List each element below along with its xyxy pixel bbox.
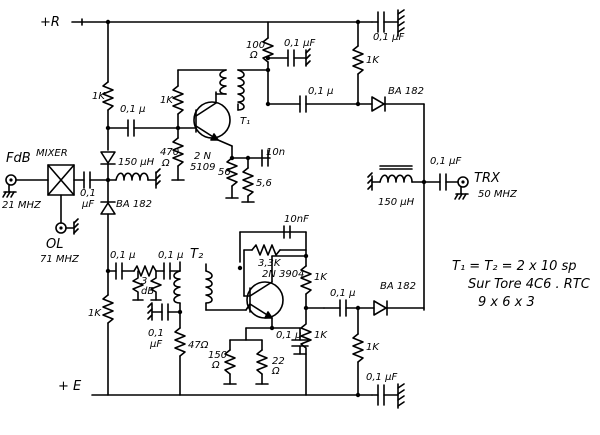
- rx-diode-label: BA 182: [388, 86, 424, 97]
- rx-right-1k-resistor: [352, 19, 364, 105]
- t1-label: T₁: [240, 116, 250, 127]
- rx-emitter-network: [225, 145, 271, 203]
- trx-capacitor: [423, 173, 459, 191]
- t1-part-prefix: 2 N: [194, 151, 212, 162]
- plus-r-rail: [71, 18, 373, 26]
- trx-frequency: 50 MHZ: [478, 189, 518, 200]
- mixer-cap-value: 0,1: [80, 188, 96, 199]
- ol-label: OL: [46, 237, 63, 252]
- fdb-frequency: 21 MHZ: [2, 200, 42, 211]
- rx-output-cap-value: 0,1 μ: [308, 86, 333, 97]
- mixer-choke-value: 150 μH: [118, 157, 155, 168]
- transistor-t2: [245, 281, 284, 319]
- mixer-cap-unit: μF: [81, 199, 94, 210]
- rx-input-cap-value: 0,1 μ: [120, 104, 145, 115]
- rx-base-1k-value: 1K: [160, 95, 174, 106]
- upper-mixer-diode: [100, 151, 116, 181]
- lower-diode-label: BA 182: [116, 199, 152, 210]
- tx-output-cap-value: 0,1 μ: [330, 288, 355, 299]
- rx-output-capacitor: [267, 95, 361, 113]
- tx-feedback-network: [237, 225, 309, 297]
- t2-transformer: [173, 261, 247, 315]
- tx-right-1k-resistor: [352, 307, 364, 398]
- tx-47-resistor: [174, 311, 186, 396]
- tx-second-cap-value: 0,1 μ: [158, 250, 183, 261]
- t2-label: T₂: [190, 247, 203, 262]
- tx-ground-cap-unit: μF: [149, 339, 162, 350]
- rx-56-value: 56: [218, 167, 231, 178]
- bottom-decoupling-capacitor: [371, 383, 405, 409]
- transistor-t1: [193, 91, 233, 147]
- tx-fb-res-value: 3,3K: [258, 258, 282, 269]
- rx-decoupling-value: 0,1 μF: [284, 38, 315, 49]
- plus-r-label: +R: [40, 15, 60, 30]
- mixer-output-capacitor: [73, 171, 111, 189]
- tx-150-unit: Ω: [211, 360, 220, 371]
- tx-output-capacitor: [323, 299, 361, 317]
- rx-5-6-value: 5,6: [256, 178, 272, 189]
- left-tx-1k-value: 1K: [88, 308, 102, 319]
- trx-connector: [454, 176, 469, 200]
- tx-diode-label: BA 182: [380, 281, 416, 292]
- tx-attenuator: [132, 265, 165, 301]
- tx-150-value: 150: [208, 350, 227, 361]
- left-1k-resistor: [102, 19, 114, 151]
- top-decoupling-capacitor: [371, 9, 405, 37]
- tx-emitter-1k-value: 1K: [314, 330, 328, 341]
- t1-transformer: [177, 67, 271, 111]
- mixer-label: MIXER: [36, 148, 68, 159]
- tx-fb-cap-value: 10nF: [284, 214, 309, 225]
- tx-22-unit: Ω: [271, 366, 280, 377]
- note-line-2: Sur Tore 4C6 . RTC: [468, 277, 591, 292]
- tx-attenuator-unit: dB: [141, 286, 154, 297]
- rx-output-diode: [357, 96, 427, 311]
- ol-connector: [55, 194, 79, 235]
- tx-emitter-cap-value: 0,1 μ: [276, 330, 301, 341]
- rx-input-capacitor: [107, 119, 197, 137]
- left-1k-value: 1K: [92, 91, 106, 102]
- rx-100-unit: Ω: [249, 50, 258, 61]
- rx-470-resistor: [171, 137, 185, 181]
- tx-attenuator-value: 3: [141, 276, 147, 287]
- top-decoupling-value: 0,1 μF: [373, 32, 404, 43]
- rx-470-value: 470: [160, 147, 179, 158]
- tx-emitter-network: [223, 317, 309, 385]
- fdb-label: FdB: [6, 151, 31, 166]
- trx-choke-150uh: [367, 165, 425, 191]
- mixer-block: [47, 164, 75, 196]
- tx-right-1k-value: 1K: [366, 342, 380, 353]
- ol-frequency: 71 MHZ: [40, 254, 80, 265]
- tx-collector-1k-value: 1K: [314, 272, 328, 283]
- rx-470-unit: Ω: [161, 158, 170, 169]
- t2-part: 2N 3904: [262, 269, 304, 280]
- tx-22-value: 22: [272, 356, 285, 367]
- tx-ground-capacitor: [147, 302, 181, 321]
- rx-10n-value: 10n: [266, 147, 285, 158]
- trx-cap-value: 0,1 μF: [430, 156, 461, 167]
- tx-input-capacitor: [107, 262, 135, 280]
- rx-base-1k-resistor: [172, 69, 184, 139]
- trx-label: TRX: [474, 171, 501, 186]
- rx-100-value: 100: [246, 40, 265, 51]
- trx-choke-value: 150 μH: [378, 197, 415, 208]
- rx-right-1k-value: 1K: [366, 55, 380, 66]
- left-tx-1k-resistor: [102, 268, 114, 396]
- note-line-1: T₁ = T₂ = 2 x 10 sp: [452, 259, 577, 274]
- mixer-choke-150uh: [107, 168, 161, 189]
- fdb-connector: [2, 174, 49, 198]
- tx-ground-cap-value: 0,1: [148, 328, 164, 339]
- tx-47-value: 47Ω: [188, 340, 209, 351]
- rx-decoupling-capacitor: [267, 48, 311, 67]
- lower-mixer-diode: [100, 179, 116, 296]
- bottom-decoupling-value: 0,1 μF: [366, 372, 397, 383]
- t1-part-number: 5109: [190, 162, 215, 173]
- tx-output-diode: [357, 300, 425, 316]
- tx-input-cap-value: 0,1 μ: [110, 250, 135, 261]
- note-line-3: 9 x 6 x 3: [478, 295, 535, 310]
- plus-e-label: + E: [58, 379, 82, 394]
